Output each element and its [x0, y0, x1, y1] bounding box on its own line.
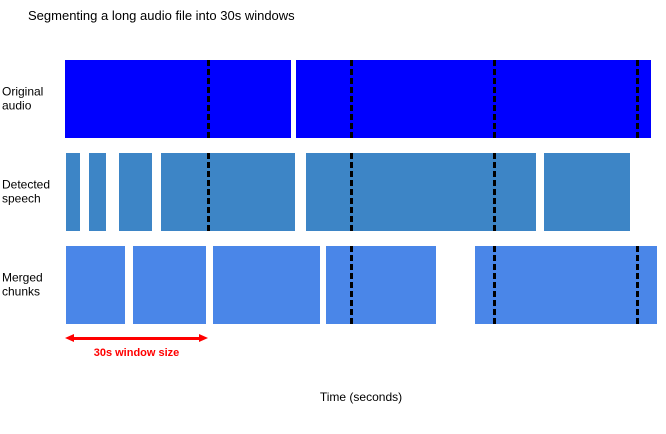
window-boundary-dash [206, 153, 210, 231]
arrow-left-head-icon [65, 334, 74, 342]
window-size-arrow [65, 334, 208, 343]
segment-bar [326, 246, 436, 324]
segment-bar [160, 153, 296, 231]
row-label-detected-speech: Detected speech [2, 177, 51, 206]
x-axis-label: Time (seconds) [319, 390, 403, 404]
window-boundary-dash [492, 153, 496, 231]
arrow-line [71, 337, 202, 340]
segment-bar [133, 246, 207, 324]
segment-bar [118, 153, 152, 231]
segment-bar [306, 153, 536, 231]
window-boundary-dash [349, 153, 353, 231]
row-label-merged-chunks: Merged chunks [2, 270, 43, 299]
segment-bar [66, 153, 80, 231]
window-boundary-dash [635, 246, 639, 324]
series-row-detected-speech: Detected speech [0, 153, 666, 231]
figure-title: Segmenting a long audio file into 30s wi… [28, 8, 295, 23]
window-boundary-dash [635, 60, 639, 138]
segment-bar [474, 246, 657, 324]
segment-bar [65, 60, 291, 138]
series-row-original-audio: Original audio [0, 60, 666, 138]
window-boundary-dash [492, 246, 496, 324]
segment-bar [88, 153, 107, 231]
arrow-right-head-icon [199, 334, 208, 342]
row-label-original-audio: Original audio [2, 84, 44, 113]
window-boundary-dash [492, 60, 496, 138]
segment-bar [296, 60, 651, 138]
window-boundary-dash [349, 246, 353, 324]
window-size-label: 30s window size [93, 347, 180, 359]
series-row-merged-chunks: Merged chunks [0, 246, 666, 324]
window-boundary-dash [206, 60, 210, 138]
segment-bar [544, 153, 630, 231]
window-boundary-dash [349, 60, 353, 138]
segment-bar [212, 246, 321, 324]
segment-bar [66, 246, 126, 324]
